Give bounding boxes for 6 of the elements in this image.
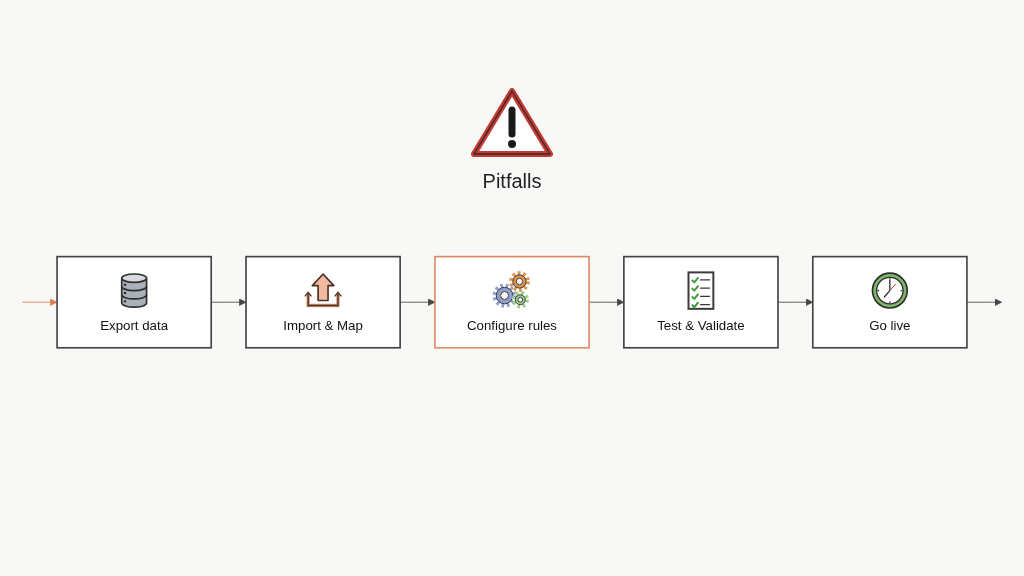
node-box: Import & Map xyxy=(245,255,401,349)
label-text: Pitfalls xyxy=(482,170,542,193)
node-box: Go live xyxy=(811,255,968,349)
node-box: Export data xyxy=(56,255,213,349)
node-box: Configure rules xyxy=(434,255,590,349)
node-box: Test & Validate xyxy=(623,255,779,349)
